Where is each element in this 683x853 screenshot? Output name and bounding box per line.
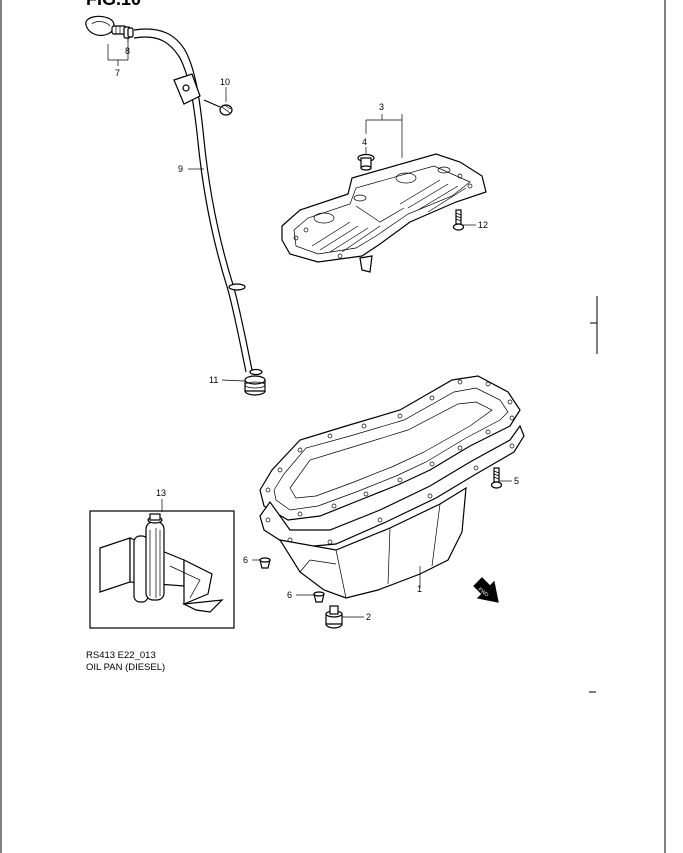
callout-11: 11: [209, 375, 218, 385]
callout-4: 4: [362, 137, 367, 147]
callout-9: 9: [178, 164, 183, 174]
oil-pan-1: [259, 375, 525, 599]
callout-numbers: 1 2 3 4 5 6 6 7 8 9 10 11 12 13: [115, 46, 519, 622]
sealant-inset-13: [89, 510, 235, 629]
callout-5: 5: [514, 476, 519, 486]
callout-10: 10: [220, 77, 230, 87]
callout-6-upper: 6: [243, 555, 248, 565]
callout-1: 1: [417, 584, 422, 594]
bolt-5: [490, 467, 503, 489]
figure-caption: OIL PAN (DIESEL): [86, 662, 166, 673]
callout-12: 12: [478, 220, 488, 230]
cap-6-upper: [259, 557, 271, 569]
callout-13: 13: [156, 488, 166, 498]
bolt-10: [203, 99, 233, 116]
cap-6-lower: [313, 591, 325, 603]
bolt-4: [357, 153, 375, 171]
figure-title: FIG.10: [86, 0, 141, 10]
baffle-plate-3: [281, 153, 487, 273]
leader-lines: [107, 38, 512, 618]
callout-3: 3: [379, 102, 384, 112]
fwd-label: FWD: [477, 587, 490, 599]
grommet-11: [244, 368, 266, 396]
drain-plug-2: [325, 605, 343, 629]
drawing-code: RS413 E22_013: [86, 650, 156, 661]
callout-8: 8: [125, 46, 130, 56]
bolt-12: [452, 209, 465, 231]
callout-6-lower: 6: [287, 590, 292, 600]
callout-7: 7: [115, 68, 120, 78]
dipstick-guide-tube: [133, 28, 253, 373]
fwd-arrow: [473, 577, 499, 603]
dipstick-handle: [85, 15, 134, 39]
callout-2: 2: [366, 612, 371, 622]
